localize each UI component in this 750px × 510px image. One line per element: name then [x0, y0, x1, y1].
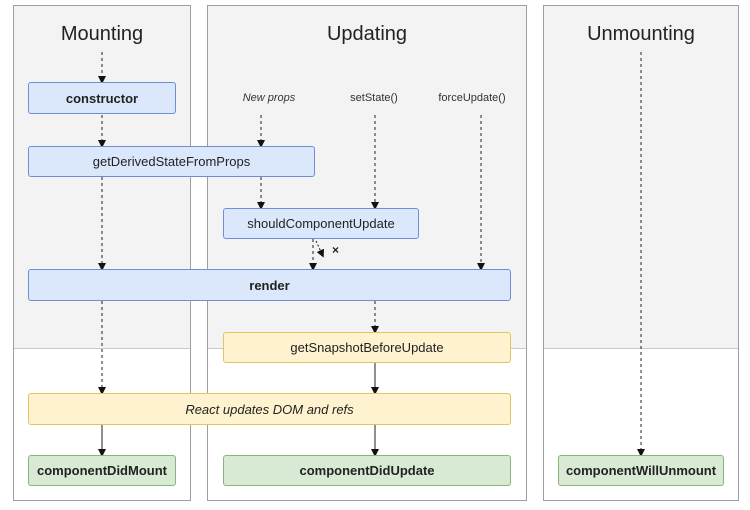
column-title-unmounting: Unmounting: [587, 23, 695, 45]
render-box: render: [28, 269, 511, 301]
constructor-box: constructor: [28, 82, 176, 114]
component-did-mount-box: componentDidMount: [28, 455, 176, 486]
column-title-updating: Updating: [326, 23, 408, 45]
column-title-mounting: Mounting: [60, 23, 144, 45]
trigger-new-props: New props: [242, 92, 296, 104]
get-snapshot-before-update-box: getSnapshotBeforeUpdate: [223, 332, 511, 363]
skip-update-marker: ×: [332, 243, 340, 257]
get-derived-state-from-props-box: getDerivedStateFromProps: [28, 146, 315, 177]
component-will-unmount-box: componentWillUnmount: [558, 455, 724, 486]
render-phase-band: [544, 6, 738, 349]
component-did-update-box: componentDidUpdate: [223, 455, 511, 486]
trigger-set-state: setState(): [350, 92, 398, 104]
arrow-scu-skip: [315, 240, 324, 258]
react-updates-dom-box: React updates DOM and refs: [28, 393, 511, 425]
should-component-update-box: shouldComponentUpdate: [223, 208, 419, 239]
trigger-force-update: forceUpdate(): [438, 92, 506, 104]
